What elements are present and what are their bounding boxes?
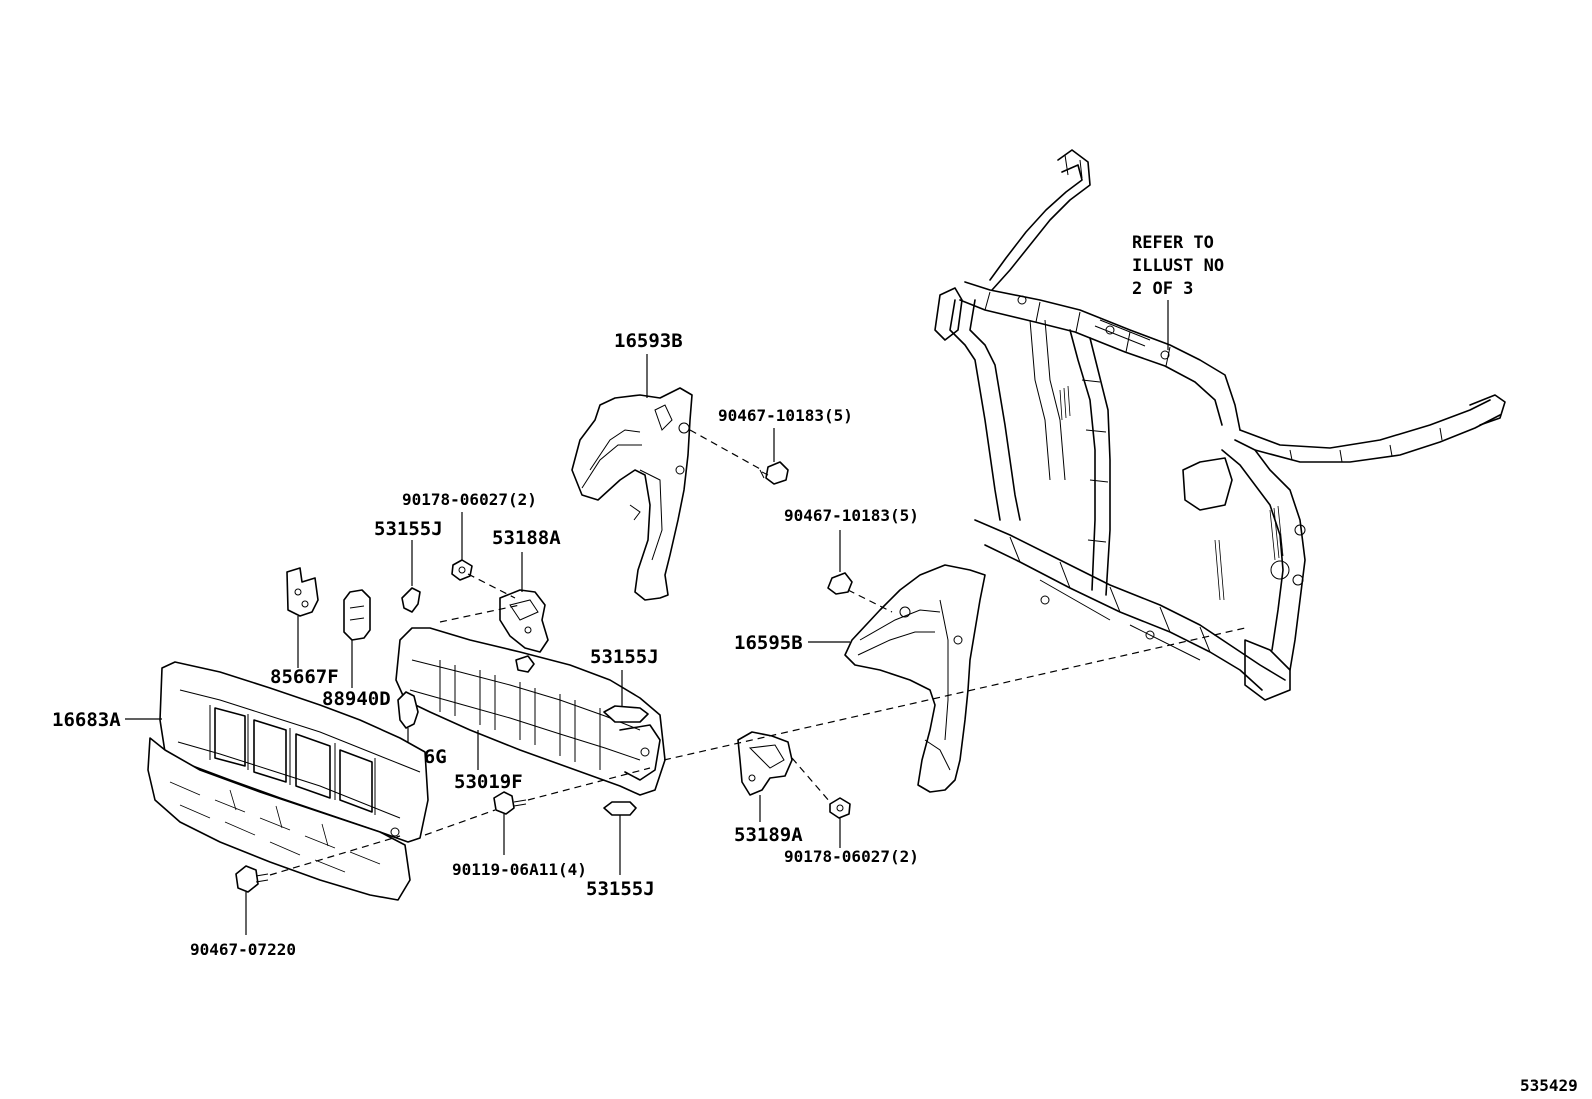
label-90467-07220: 90467-07220 xyxy=(190,940,296,959)
label-53189A: 53189A xyxy=(734,824,803,846)
radiator-support-assembly xyxy=(934,149,1506,701)
label-90467-10183-mid: 90467-10183(5) xyxy=(784,506,919,525)
grille-bracket-53019F xyxy=(395,627,666,796)
label-85667F: 85667F xyxy=(270,666,339,688)
seal-53156G xyxy=(397,691,419,729)
bracket-85667F xyxy=(286,567,319,617)
clip-90467-10183-mid xyxy=(827,572,853,595)
refer-note-line1: REFER TO xyxy=(1132,233,1214,253)
nut-90178-06027-bottom xyxy=(829,797,851,819)
lower-cover-16683A xyxy=(147,661,429,901)
bolt-90467-07220 xyxy=(235,865,269,893)
illustration-number: 535429 xyxy=(1520,1076,1578,1095)
label-53155J-mid: 53155J xyxy=(590,646,659,668)
nut-90178-06027-top xyxy=(451,559,473,581)
label-53019F: 53019F xyxy=(454,771,523,793)
label-90178-06027-bottom: 90178-06027(2) xyxy=(784,847,919,866)
label-90178-06027-top: 90178-06027(2) xyxy=(402,490,537,509)
label-90119-06A11: 90119-06A11(4) xyxy=(452,860,587,879)
label-16683A: 16683A xyxy=(52,709,121,731)
bracket-53188A xyxy=(499,589,549,653)
label-53155J-top: 53155J xyxy=(374,518,443,540)
seal-53155J-mid xyxy=(603,705,649,723)
refer-note-line2: ILLUST NO xyxy=(1132,256,1224,276)
label-88940D: 88940D xyxy=(322,688,391,710)
label-16595B: 16595B xyxy=(734,632,803,654)
label-53188A: 53188A xyxy=(492,527,561,549)
seal-53155J-bottom xyxy=(603,801,637,816)
label-90467-10183-top: 90467-10183(5) xyxy=(718,406,853,425)
bolt-90119-06A11 xyxy=(493,791,527,815)
bracket-53189A xyxy=(737,731,793,796)
refer-to-note: REFER TO ILLUST NO 2 OF 3 xyxy=(1132,233,1224,350)
seal-53155J-top xyxy=(401,587,421,613)
air-guide-16595B xyxy=(844,564,986,793)
refer-note-line3: 2 OF 3 xyxy=(1132,279,1193,299)
label-53155J-bottom: 53155J xyxy=(586,878,655,900)
clip-90467-10183-top xyxy=(759,461,789,485)
sensor-88940D xyxy=(343,589,371,641)
air-guide-16593B xyxy=(571,387,693,601)
label-16593B: 16593B xyxy=(614,330,683,352)
